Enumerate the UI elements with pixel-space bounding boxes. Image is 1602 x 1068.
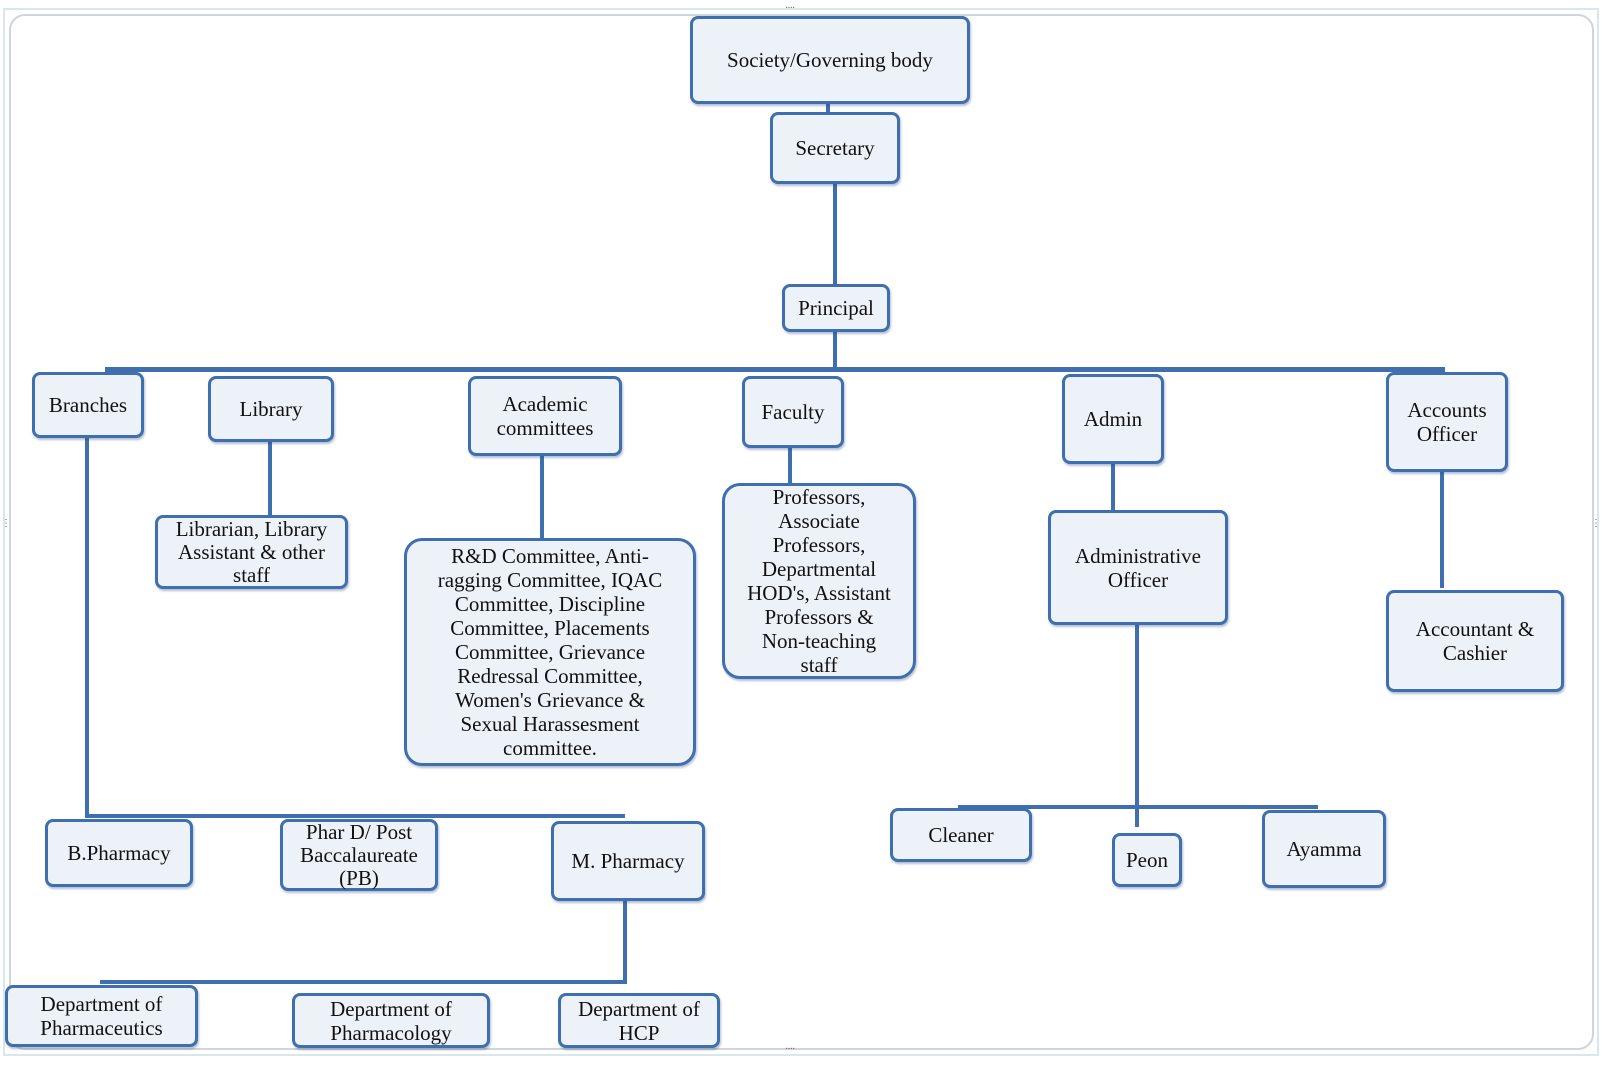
node-faculty-staff: Professors, Associate Professors, Depart… (722, 483, 916, 679)
connector-line (540, 455, 544, 539)
node-governing-body: Society/Governing body (690, 16, 970, 104)
node-secretary: Secretary (770, 112, 900, 184)
node-accountant-cashier: Accountant & Cashier (1386, 590, 1564, 692)
node-admin: Admin (1062, 374, 1164, 464)
connector-line (958, 805, 1318, 809)
resize-handle-top[interactable]: ···· (785, 3, 795, 14)
node-pharm-d: Phar D/ Post Baccalaureate (PB) (280, 819, 438, 891)
connector-line (1440, 470, 1444, 588)
node-committees-list: R&D Committee, Anti- ragging Committee, … (404, 538, 696, 766)
node-library-staff: Librarian, Library Assistant & other sta… (155, 515, 348, 589)
connector-line (833, 182, 837, 286)
node-cleaner: Cleaner (890, 808, 1032, 862)
connector-line (623, 900, 627, 984)
diagram-frame (3, 8, 1599, 1056)
node-b-pharmacy: B.Pharmacy (45, 819, 193, 887)
resize-handle-right[interactable]: ⋮ (1591, 518, 1601, 529)
connector-line (85, 814, 625, 818)
connector-line (826, 102, 830, 114)
node-peon: Peon (1112, 833, 1182, 887)
connector-line (1111, 460, 1115, 510)
connector-line (268, 440, 272, 516)
connector-line (1135, 622, 1139, 827)
connector-line (100, 980, 627, 984)
node-dept-hcp: Department of HCP (558, 993, 720, 1048)
node-dept-pharmaceutics: Department of Pharmaceutics (5, 985, 198, 1047)
resize-handle-left[interactable]: ⋮ (1, 518, 11, 529)
node-academic-committees: Academic committees (468, 376, 622, 456)
node-dept-pharmacology: Department of Pharmacology (292, 993, 490, 1048)
node-library: Library (208, 376, 334, 442)
resize-handle-bottom[interactable]: ···· (785, 1044, 795, 1055)
connector-line (833, 330, 837, 370)
node-accounts-officer: Accounts Officer (1386, 372, 1508, 472)
connector-line (85, 435, 89, 817)
connector-line (788, 445, 792, 483)
node-m-pharmacy: M. Pharmacy (551, 821, 705, 901)
node-principal: Principal (782, 284, 890, 332)
connector-line (105, 367, 1445, 372)
node-administrative-officer: Administrative Officer (1048, 510, 1228, 625)
node-faculty: Faculty (742, 376, 844, 448)
node-branches: Branches (32, 372, 144, 438)
node-ayamma: Ayamma (1262, 810, 1386, 888)
